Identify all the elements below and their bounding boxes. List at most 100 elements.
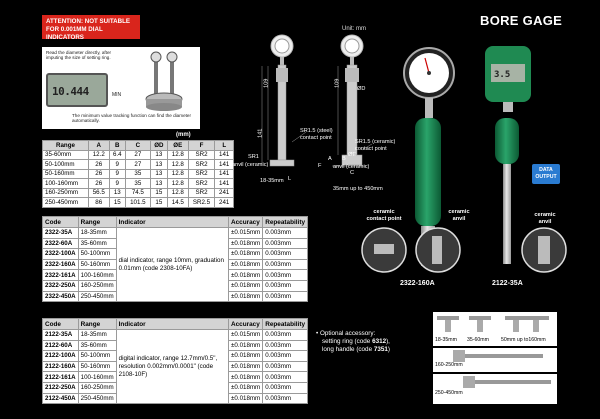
table-cell: 35 xyxy=(124,168,151,179)
code-cell: 2322-160A xyxy=(42,258,79,271)
repeatability-cell: 0.003mm xyxy=(262,279,308,292)
anvil-ceramic-label-2: anvil (ceramic) xyxy=(333,164,370,170)
digital_table-header-cell: Accuracy xyxy=(228,318,264,330)
info-top-text: Read the diameter directly, after imputi… xyxy=(46,50,112,61)
repeatability-cell: 0.003mm xyxy=(262,350,308,362)
ext-label-2: 35-60mm xyxy=(467,337,489,343)
dial_table-header-cell: Range xyxy=(77,216,117,228)
dim-109-right: 109 xyxy=(334,78,341,88)
table-cell: 13 xyxy=(149,168,168,179)
sr-steel-label: SR1.5 (steel) xyxy=(300,128,333,134)
dial_table-header-cell: Accuracy xyxy=(228,216,264,228)
table-cell: 13 xyxy=(149,149,168,160)
accuracy-cell: ±0.018mm xyxy=(228,360,264,373)
code-cell: 2122-60A xyxy=(42,339,79,352)
dial_table-header-cell: Code xyxy=(42,216,79,228)
accuracy-cell: ±0.018mm xyxy=(228,339,264,352)
setting-ring-illustration-icon xyxy=(145,51,183,111)
dim-A-label: A xyxy=(328,156,332,162)
product-code-2: 2122-35A xyxy=(492,280,523,287)
table-cell: 13 xyxy=(149,159,168,170)
repeatability-cell: 0.003mm xyxy=(262,329,308,341)
extension-panel-mid: 160-250mm xyxy=(433,348,557,372)
extension-panel-top: 18-35mm 35-60mm 50mm up to160mm xyxy=(433,312,557,346)
table-cell: 101.5 xyxy=(124,197,151,208)
table-cell: 50-160mm xyxy=(42,168,89,179)
table-cell: 160-250mm xyxy=(42,187,89,198)
table-cell: 12.8 xyxy=(166,178,189,189)
info-bottom-text: The minimum value tracking function can … xyxy=(72,113,191,124)
dim-F-label: F xyxy=(318,163,322,169)
digital-gauge-rod xyxy=(503,164,511,264)
table-cell: SR2 xyxy=(187,187,216,198)
table-cell: 35 xyxy=(124,178,151,189)
dim-header-cell: A xyxy=(87,140,110,151)
table-cell: SR2 xyxy=(187,159,216,170)
range-cell: 100-160mm xyxy=(77,269,117,281)
dim-109-left: 109 xyxy=(263,78,270,88)
dim-header-cell: ØD xyxy=(149,140,168,151)
extension-rod-160-icon xyxy=(453,350,543,362)
accuracy-cell: ±0.015mm xyxy=(228,329,264,341)
table-cell: 141 xyxy=(214,149,234,160)
accuracy-cell: ±0.018mm xyxy=(228,258,264,271)
handle-code: 7351 xyxy=(373,346,388,353)
ext-label-4: 160-250mm xyxy=(435,362,463,368)
range-cell: 250-450mm xyxy=(77,392,117,405)
caption-18-35: 18-35mm xyxy=(260,178,284,184)
dial_table-header-cell: Indicator xyxy=(115,216,230,228)
extension-panel-bottom: 250-450mm xyxy=(433,374,557,404)
range-cell: 250-450mm xyxy=(77,290,117,303)
code-cell: 2122-450A xyxy=(42,392,79,405)
range-cell: 100-160mm xyxy=(77,371,117,383)
code-cell: 2122-35A xyxy=(42,329,79,341)
repeatability-cell: 0.003mm xyxy=(262,371,308,383)
repeatability-cell: 0.003mm xyxy=(262,339,308,352)
table-cell: 27 xyxy=(124,159,151,170)
range-cell: 50-160mm xyxy=(77,360,117,373)
code-cell: 2322-450A xyxy=(42,290,79,303)
accessory-line-2: setting ring (code 6312), xyxy=(316,338,432,346)
range-cell: 160-250mm xyxy=(77,381,117,394)
accuracy-cell: ±0.018mm xyxy=(228,237,264,250)
table-cell: 26 xyxy=(87,168,110,179)
range-cell: 35-60mm xyxy=(77,237,117,250)
accessory-handle-prefix: long handle (code xyxy=(322,346,374,353)
table-cell: SR2 xyxy=(187,168,216,179)
digital_table-header-cell: Code xyxy=(42,318,79,330)
accuracy-cell: ±0.018mm xyxy=(228,350,264,362)
range-cell: 18-35mm xyxy=(77,329,117,341)
contact-point-label-2: contact point xyxy=(355,146,387,152)
repeatability-cell: 0.003mm xyxy=(262,269,308,281)
accessory-title: Optional accessory: xyxy=(319,330,376,337)
table-cell: 141 xyxy=(214,178,234,189)
table-cell: 12.2 xyxy=(87,149,110,160)
caption-35-450: 35mm up to 450mm xyxy=(333,186,383,192)
table-cell: 250-450mm xyxy=(42,197,89,208)
code-cell: 2322-60A xyxy=(42,237,79,250)
table-cell: 74.5 xyxy=(124,187,151,198)
accuracy-cell: ±0.018mm xyxy=(228,381,264,394)
range-cell: 35-60mm xyxy=(77,339,117,352)
table-cell: 27 xyxy=(124,149,151,160)
table-cell: SR2 xyxy=(187,178,216,189)
accessory-ring-suffix: ), xyxy=(386,338,390,345)
repeatability-cell: 0.003mm xyxy=(262,227,308,239)
table-cell: 12.8 xyxy=(166,187,189,198)
code-cell: 2322-35A xyxy=(42,227,79,239)
table-cell: 15 xyxy=(149,197,168,208)
table-cell: 86 xyxy=(87,197,110,208)
repeatability-cell: 0.003mm xyxy=(262,360,308,373)
